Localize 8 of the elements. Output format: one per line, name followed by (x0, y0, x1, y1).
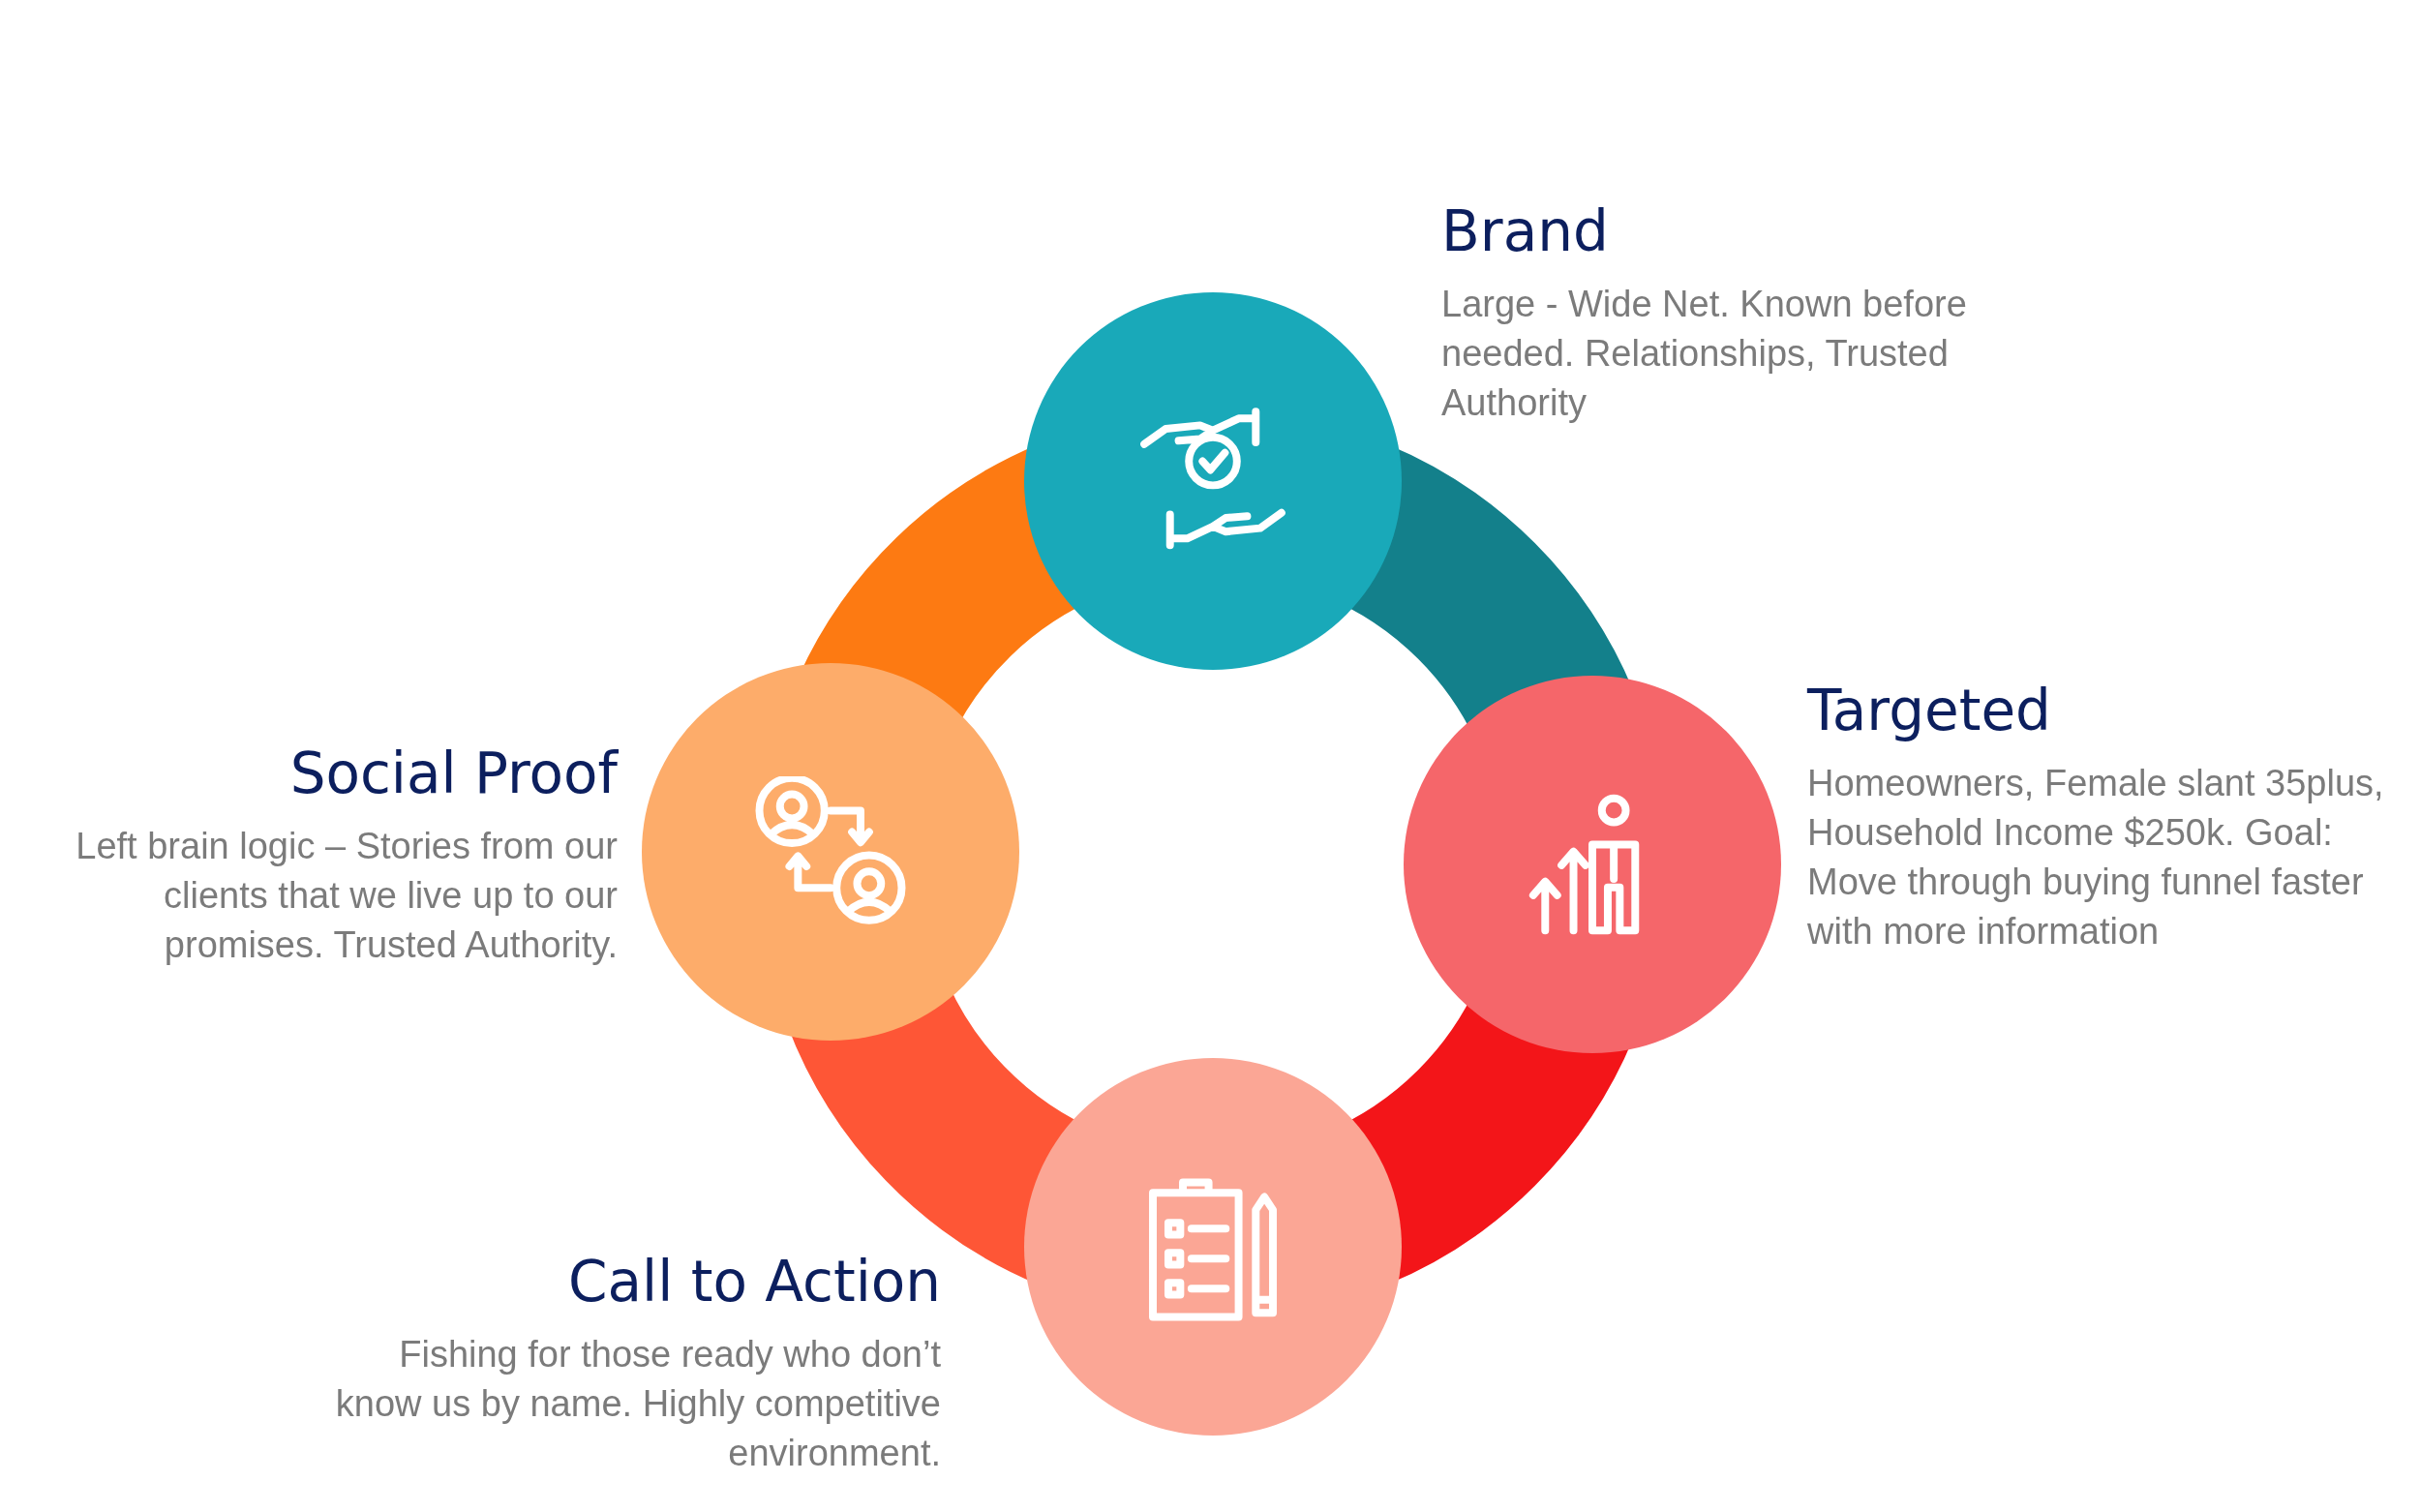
section-heading: Targeted (1807, 678, 2052, 745)
description-text: Large - Wide Net. Known before needed. Relationships, Trusted Authority (1441, 282, 1968, 425)
description-text: Left brain logic – Stories from our clients that we live up to our promises. Trusted Authority. (75, 824, 618, 967)
section-heading: Social Proof (288, 741, 618, 808)
section-heading: Call to Action (567, 1249, 941, 1316)
description-text: Fishing for those ready who don’t know us by name. Highly competitive environment. (334, 1332, 941, 1475)
description-text: Homeowners, Female slant 35plus, Household Income $250k. Goal: Move through buying funnel faster with more information (1807, 761, 2385, 953)
section-heading: Brand (1441, 198, 1610, 266)
